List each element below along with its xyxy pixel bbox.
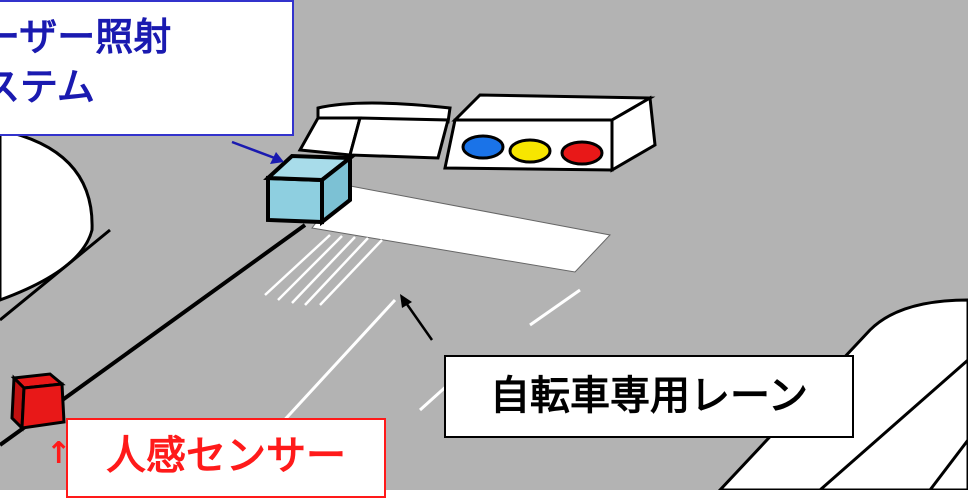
- laser-device-icon: [263, 153, 356, 227]
- sidewalk-left: [0, 128, 94, 302]
- lane-dash-1: [529, 288, 581, 327]
- traffic-signal-icon: [297, 93, 657, 173]
- bike-lane-label: 自転車専用レーン: [444, 355, 854, 438]
- signal-blue-light: [461, 134, 505, 160]
- signal-red-light: [560, 140, 604, 166]
- laser-system-label-line2: ステム: [0, 65, 95, 109]
- curb-line-left: [0, 228, 111, 322]
- laser-system-label: ーザー照射 ステム: [0, 0, 294, 136]
- hatch-marks: [264, 234, 383, 306]
- human-sensor-label: 人感センサー: [66, 418, 386, 498]
- signal-yellow-light: [508, 138, 552, 164]
- pointer-arrow-icon: [231, 140, 434, 341]
- laser-system-label-line1: ーザー照射: [0, 15, 172, 59]
- curb-right-line-2: [928, 439, 968, 490]
- curb-right-line: [819, 358, 968, 490]
- human-sensor-device-icon: [10, 372, 66, 432]
